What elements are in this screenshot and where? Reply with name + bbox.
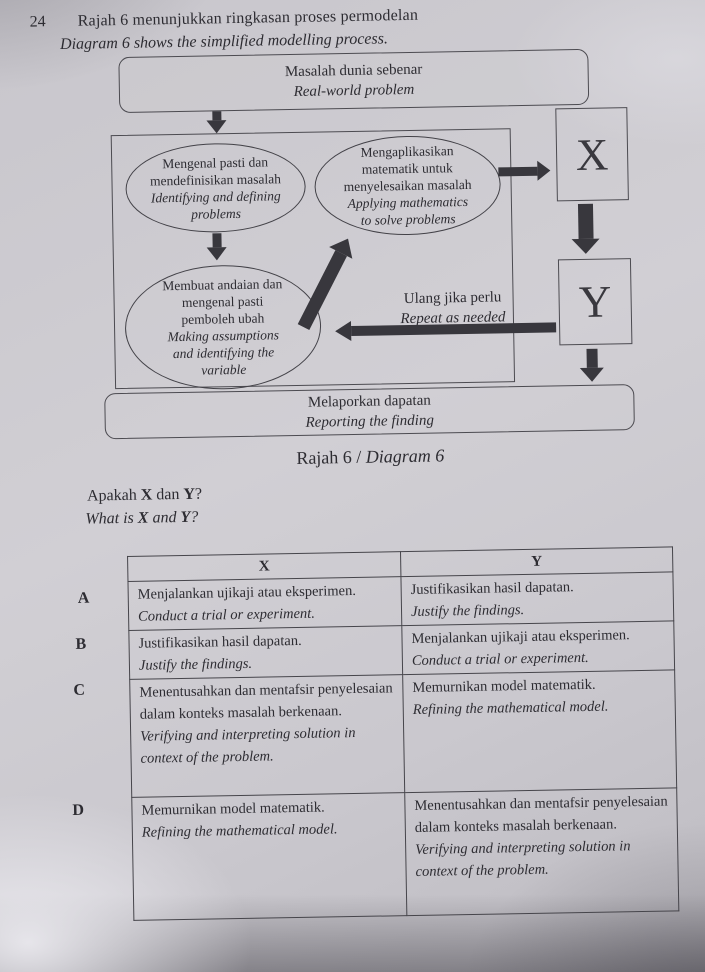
node-text: mengenal pasti (181, 293, 264, 310)
node-text: matematik untuk (361, 160, 453, 177)
node-text: Identifying and defining (150, 187, 281, 205)
diagram-caption: Rajah 6 / Diagram 6 (250, 445, 490, 470)
cell-c-x: Menentusahkan dan mentafsir penyelesaian… (129, 674, 405, 798)
question-english: What is X and Y? (85, 508, 199, 528)
node-text: and identifying the (172, 344, 275, 362)
table-row: Menentusahkan dan mentafsir penyelesaian… (129, 669, 677, 798)
x-box: X (555, 107, 629, 202)
y-box: Y (557, 258, 633, 346)
option-letter-a: A (77, 589, 90, 607)
question-malay: Apakah X dan Y? (86, 485, 203, 505)
real-world-problem-malay: Masalah dunia sebenar (284, 61, 423, 81)
y-label: Y (578, 276, 612, 328)
node-text: Membuat andaian dan (162, 276, 283, 294)
intro-text-english: Diagram 6 shows the simplified modelling… (59, 30, 389, 54)
intro-text-malay: Rajah 6 menunjukkan ringkasan proses per… (77, 6, 419, 30)
arrow-right-icon (498, 160, 551, 182)
cell-b-y: Menjalankan ujikaji atau eksperimen. Con… (401, 620, 675, 675)
option-letter-b: B (75, 635, 87, 653)
table-row: Memurnikan model matematik. Refining the… (131, 787, 679, 921)
real-world-problem-box: Masalah dunia sebenar Real-world problem (118, 48, 590, 114)
cell-c-y: Memurnikan model matematik. Refining the… (402, 669, 677, 793)
cell-d-x: Memurnikan model matematik. Refining the… (131, 792, 407, 921)
real-world-problem-english: Real-world problem (293, 81, 415, 100)
node-text: Mengaplikasikan (360, 143, 454, 160)
node-text: Making assumptions (167, 327, 280, 345)
node-text: problems (191, 205, 242, 222)
arrow-down-icon (206, 233, 227, 261)
node-text: variable (201, 361, 247, 378)
caption-english: Diagram 6 (365, 445, 445, 467)
report-finding-box: Melaporkan dapatan Reporting the finding (104, 384, 635, 440)
answer-options-table: X Y Menjalankan ujikaji atau eksperimen.… (127, 546, 679, 921)
cell-a-y: Justifikasikan hasil dapatan. Justify th… (400, 571, 674, 626)
node-text: pemboleh ubah (181, 310, 265, 327)
arrow-left-icon (334, 317, 557, 342)
node-text: Applying mathematics (347, 193, 469, 212)
x-label: X (575, 128, 609, 180)
repeat-label-malay: Ulang jika perlu (403, 289, 502, 308)
node-text: Mengenal pasti dan (162, 153, 269, 171)
caption-malay: Rajah 6 / (296, 446, 362, 468)
option-letter-c: C (73, 681, 86, 699)
arrow-down-icon (579, 348, 605, 383)
report-finding-malay: Melaporkan dapatan (307, 392, 431, 411)
option-letter-d: D (72, 801, 85, 819)
cell-b-x: Justifikasikan hasil dapatan. Justify th… (128, 625, 403, 680)
cell-a-x: Menjalankan ujikaji atau eksperimen. Con… (127, 576, 402, 631)
cell-d-y: Menentusahkan dan mentafsir penyelesaian… (404, 787, 679, 916)
question-number: 24 (29, 13, 46, 31)
node-text: to solve problems (360, 211, 456, 228)
arrow-down-icon (571, 203, 600, 255)
report-finding-english: Reporting the finding (305, 412, 435, 431)
arrow-down-icon (206, 111, 227, 134)
